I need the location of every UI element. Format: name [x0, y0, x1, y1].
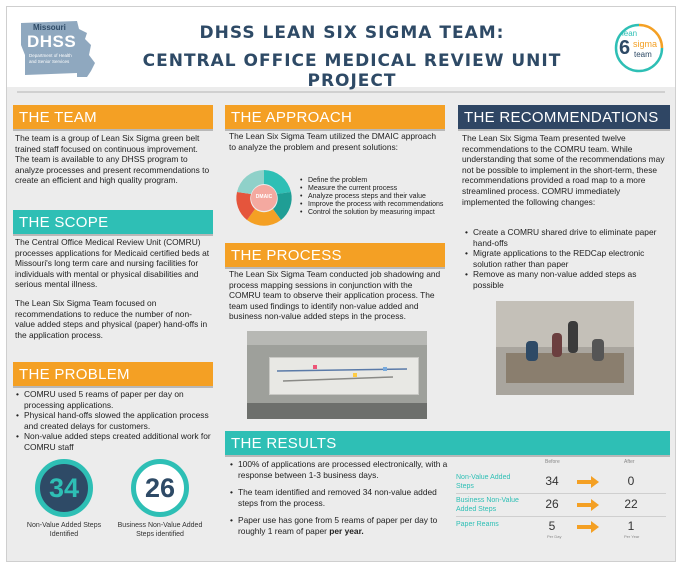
- dmaic-step: Define the problem: [299, 177, 445, 185]
- dmaic-steps: Define the problem Measure the current p…: [299, 177, 445, 217]
- photo-person: [552, 333, 562, 357]
- recommendation-bullet: Migrate applications to the REDCap elect…: [464, 248, 668, 269]
- problem-bullet: Non-value added steps created additional…: [15, 431, 211, 452]
- results-row-divider: [456, 493, 666, 494]
- lss-logo-num: 6: [619, 37, 631, 59]
- problem-heading: THE PROBLEM: [13, 362, 213, 386]
- lss-logo-mid: sigma: [633, 39, 658, 49]
- scope-text-1: The Central Office Medical Review Unit (…: [15, 237, 210, 290]
- photo-ceiling: [247, 331, 427, 345]
- approach-heading: THE APPROACH: [225, 105, 445, 129]
- poster-title-line1: DHSS LEAN SIX SIGMA TEAM:: [199, 23, 505, 43]
- approach-text: The Lean Six Sigma Team utilized the DMA…: [229, 131, 436, 152]
- photo-person: [526, 341, 538, 361]
- result-bullet: The team identified and removed 34 non-v…: [229, 487, 451, 508]
- scope-heading-bar: [13, 234, 213, 236]
- results-row-after: 1: [627, 519, 635, 533]
- team-heading-bar: [13, 129, 213, 131]
- photo-person: [592, 339, 604, 361]
- process-heading-bar: [225, 267, 445, 269]
- team-heading: THE TEAM: [13, 105, 213, 129]
- results-row-before: 5: [548, 519, 556, 533]
- results-bullets: 100% of applications are processed elect…: [229, 459, 451, 537]
- problem-bullet: Physical hand-offs slowed the applicatio…: [15, 410, 211, 431]
- result-bullet: Paper use has gone from 5 reams of paper…: [229, 515, 451, 536]
- dmaic-step: Measure the current process: [299, 185, 445, 193]
- results-heading: THE RESULTS: [225, 431, 670, 455]
- results-row-before-unit: Per Day: [547, 534, 562, 539]
- photo-table: [506, 353, 624, 383]
- results-col-before: Before: [545, 459, 560, 465]
- dmaic-step: Control the solution by measuring impact: [299, 209, 445, 217]
- header-divider: [17, 91, 665, 93]
- recommendations-heading-bar: [458, 129, 670, 131]
- results-row-label: Non-Value Added Steps: [456, 474, 511, 490]
- results-col-after: After: [624, 459, 635, 465]
- arrow-right-icon: [577, 521, 599, 533]
- dmaic-cycle-diagram: [236, 170, 292, 226]
- result-bullet-3-text: Paper use has gone from 5 reams of paper…: [238, 515, 438, 536]
- arrow-right-icon: [577, 476, 599, 488]
- arrow-right-icon: [577, 499, 599, 511]
- dmaic-step: Improve the process with recommendations: [299, 201, 445, 209]
- results-row-after: 0: [627, 474, 635, 488]
- dhss-logo: [21, 21, 95, 77]
- results-heading-bar: [225, 455, 670, 457]
- result-bullet: 100% of applications are processed elect…: [229, 459, 451, 480]
- problem-bullets: COMRU used 5 reams of paper per day on p…: [15, 389, 211, 453]
- lss-logo-top: lean: [622, 29, 638, 38]
- lss-logo-bottom: team: [634, 50, 652, 59]
- results-row-before: 34: [545, 474, 559, 488]
- process-mapping-photo: [247, 331, 427, 419]
- team-text: The team is a group of Lean Six Sigma gr…: [15, 133, 210, 186]
- photo-sticky-notes: [276, 365, 408, 382]
- recommendations-heading: THE RECOMMENDATIONS: [458, 105, 670, 129]
- results-row-label: Paper Reams: [456, 521, 499, 528]
- problem-bullet: COMRU used 5 reams of paper per day on p…: [15, 389, 211, 410]
- dmaic-center-label: DMAIC: [255, 194, 273, 200]
- results-row-divider: [456, 516, 666, 517]
- results-row-after: 22: [624, 497, 638, 511]
- process-heading: THE PROCESS: [225, 243, 445, 267]
- scope-text-2: The Lean Six Sigma Team focused on recom…: [15, 298, 208, 340]
- results-row-after-unit: Per Year: [624, 534, 640, 539]
- stat-label-business-non-value: Business Non-Value Added Steps identifie…: [117, 522, 203, 538]
- stat-label-non-value: Non-Value Added Steps Identified: [26, 522, 102, 538]
- scope-heading: THE SCOPE: [13, 210, 213, 234]
- dhss-logo-sub1: Department of Health: [29, 53, 72, 58]
- results-row-label: Business Non-Value Added Steps: [456, 497, 519, 513]
- recommendations-bullets: Create a COMRU shared drive to eliminate…: [464, 227, 668, 291]
- stat-circle-non-value: 34: [35, 459, 93, 517]
- poster-title-line2: CENTRAL OFFICE MEDICAL REVIEW UNIT PROJE…: [142, 51, 562, 91]
- results-row-before: 26: [545, 497, 559, 511]
- photo-whiteboard: [269, 357, 419, 395]
- photo-person: [568, 321, 578, 353]
- recommendation-bullet: Remove as many non-value added steps as …: [464, 269, 668, 290]
- recommendations-text: The Lean Six Sigma Team presented twelve…: [462, 133, 665, 207]
- dhss-logo-sub2: and Senior Services: [29, 59, 70, 64]
- stat-circle-business-non-value: 26: [131, 459, 189, 517]
- team-meeting-photo: [496, 301, 634, 395]
- process-text: The Lean Six Sigma Team conducted job sh…: [229, 269, 441, 322]
- dmaic-step: Analyze process steps and their value: [299, 193, 445, 201]
- photo-floor: [247, 403, 427, 419]
- poster-header: Missouri DHSS Department of Health and S…: [7, 7, 675, 91]
- poster: Missouri DHSS Department of Health and S…: [6, 6, 676, 562]
- problem-heading-bar: [13, 386, 213, 388]
- recommendation-bullet: Create a COMRU shared drive to eliminate…: [464, 227, 668, 248]
- dhss-logo-top: Missouri: [33, 23, 66, 32]
- photo-wall: [496, 301, 634, 347]
- result-bullet-3-bold: per year.: [329, 525, 364, 536]
- dhss-logo-main: DHSS: [27, 32, 77, 51]
- lean-six-sigma-logo: [614, 23, 664, 73]
- approach-heading-bar: [225, 129, 445, 131]
